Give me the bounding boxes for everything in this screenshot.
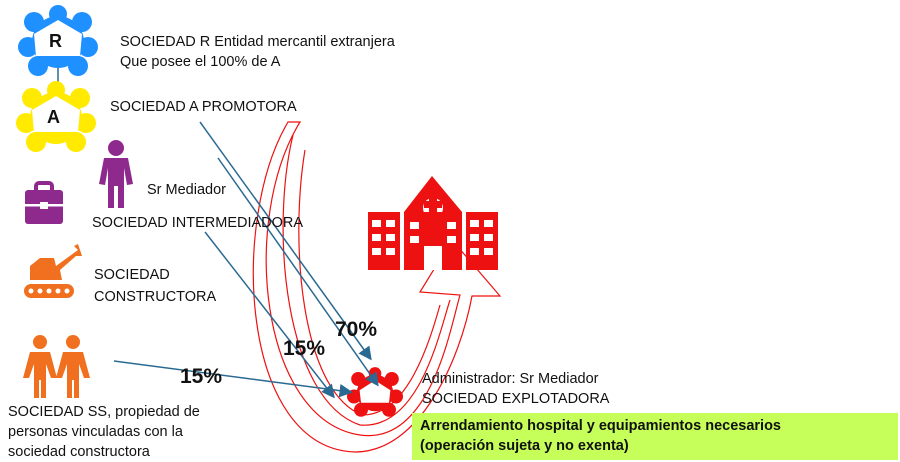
ss-label-line3: sociedad constructora — [8, 444, 150, 460]
constructora-label-line2: CONSTRUCTORA — [94, 289, 217, 305]
sociedad-r-label-line2: Que posee el 100% de A — [120, 54, 281, 70]
mediator-person-icon — [99, 140, 133, 208]
explotadora-label: SOCIEDAD EXPLOTADORA — [422, 391, 610, 407]
intermediadora-label: SOCIEDAD INTERMEDIADORA — [92, 215, 304, 231]
sociedad-r-label-line1: SOCIEDAD R Entidad mercantil extranjera — [120, 34, 395, 50]
ownership-arrows — [113, 121, 379, 399]
lease-callout-line1: Arrendamiento hospital y equipamientos n… — [420, 418, 781, 434]
percentage-15-intermediadora: 15% — [283, 337, 326, 360]
lease-callout-line2: (operación sujeta y no exenta) — [420, 438, 629, 454]
sociedad-a-badge: A — [47, 107, 60, 127]
lease-return-arrow — [252, 121, 502, 453]
people-icon — [23, 335, 90, 398]
constructora-label-line1: SOCIEDAD — [94, 267, 170, 283]
lease-callout: Arrendamiento hospital y equipamientos n… — [412, 413, 898, 460]
percentage-15-ss: 15% — [180, 365, 223, 388]
ss-label-line2: personas vinculadas con la — [8, 424, 183, 440]
arrow-intermediadora-to-explotadora — [204, 231, 335, 399]
sociedad-r-icon — [18, 5, 98, 76]
sociedad-r-badge: R — [49, 31, 62, 51]
briefcase-icon — [25, 181, 63, 224]
excavator-icon — [24, 244, 82, 298]
arrow-ss-to-explotadora — [113, 360, 353, 398]
percentage-70: 70% — [335, 318, 378, 341]
hospital-icon — [368, 176, 498, 270]
arrow-a-to-explotadora — [199, 121, 372, 361]
ss-label-line1: SOCIEDAD SS, propiedad de — [8, 404, 200, 420]
sociedad-explotadora-icon — [347, 367, 403, 417]
sociedad-a-label: SOCIEDAD A PROMOTORA — [110, 99, 297, 115]
mediator-label: Sr Mediador — [147, 182, 226, 198]
sociedad-a-icon — [16, 81, 96, 152]
arrow-mediator-to-explotadora — [217, 157, 379, 387]
explotadora-admin-label: Administrador: Sr Mediador — [422, 371, 599, 387]
